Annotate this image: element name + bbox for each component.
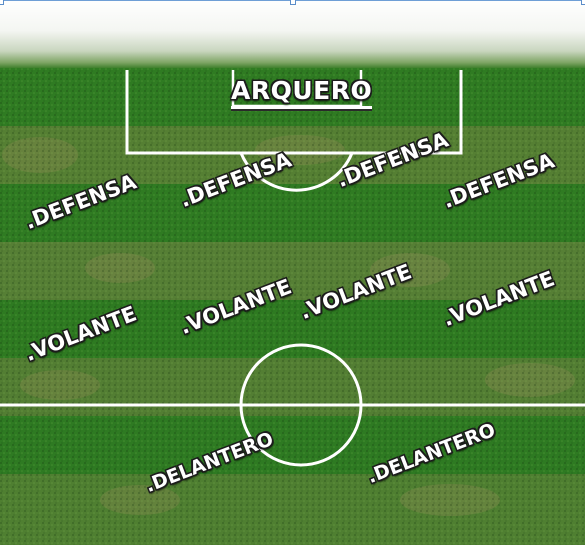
resize-handle-top-center[interactable]	[290, 0, 296, 5]
penalty-box	[125, 70, 463, 155]
pitch-top-fade	[0, 0, 585, 68]
resize-handle-top-right[interactable]	[581, 0, 585, 5]
selection-frame[interactable]	[0, 0, 585, 5]
center-circle	[239, 343, 363, 467]
resize-handle-top-left[interactable]	[0, 0, 4, 5]
penalty-arc	[239, 152, 354, 192]
goalkeeper-label: ARQUERO	[231, 76, 373, 109]
